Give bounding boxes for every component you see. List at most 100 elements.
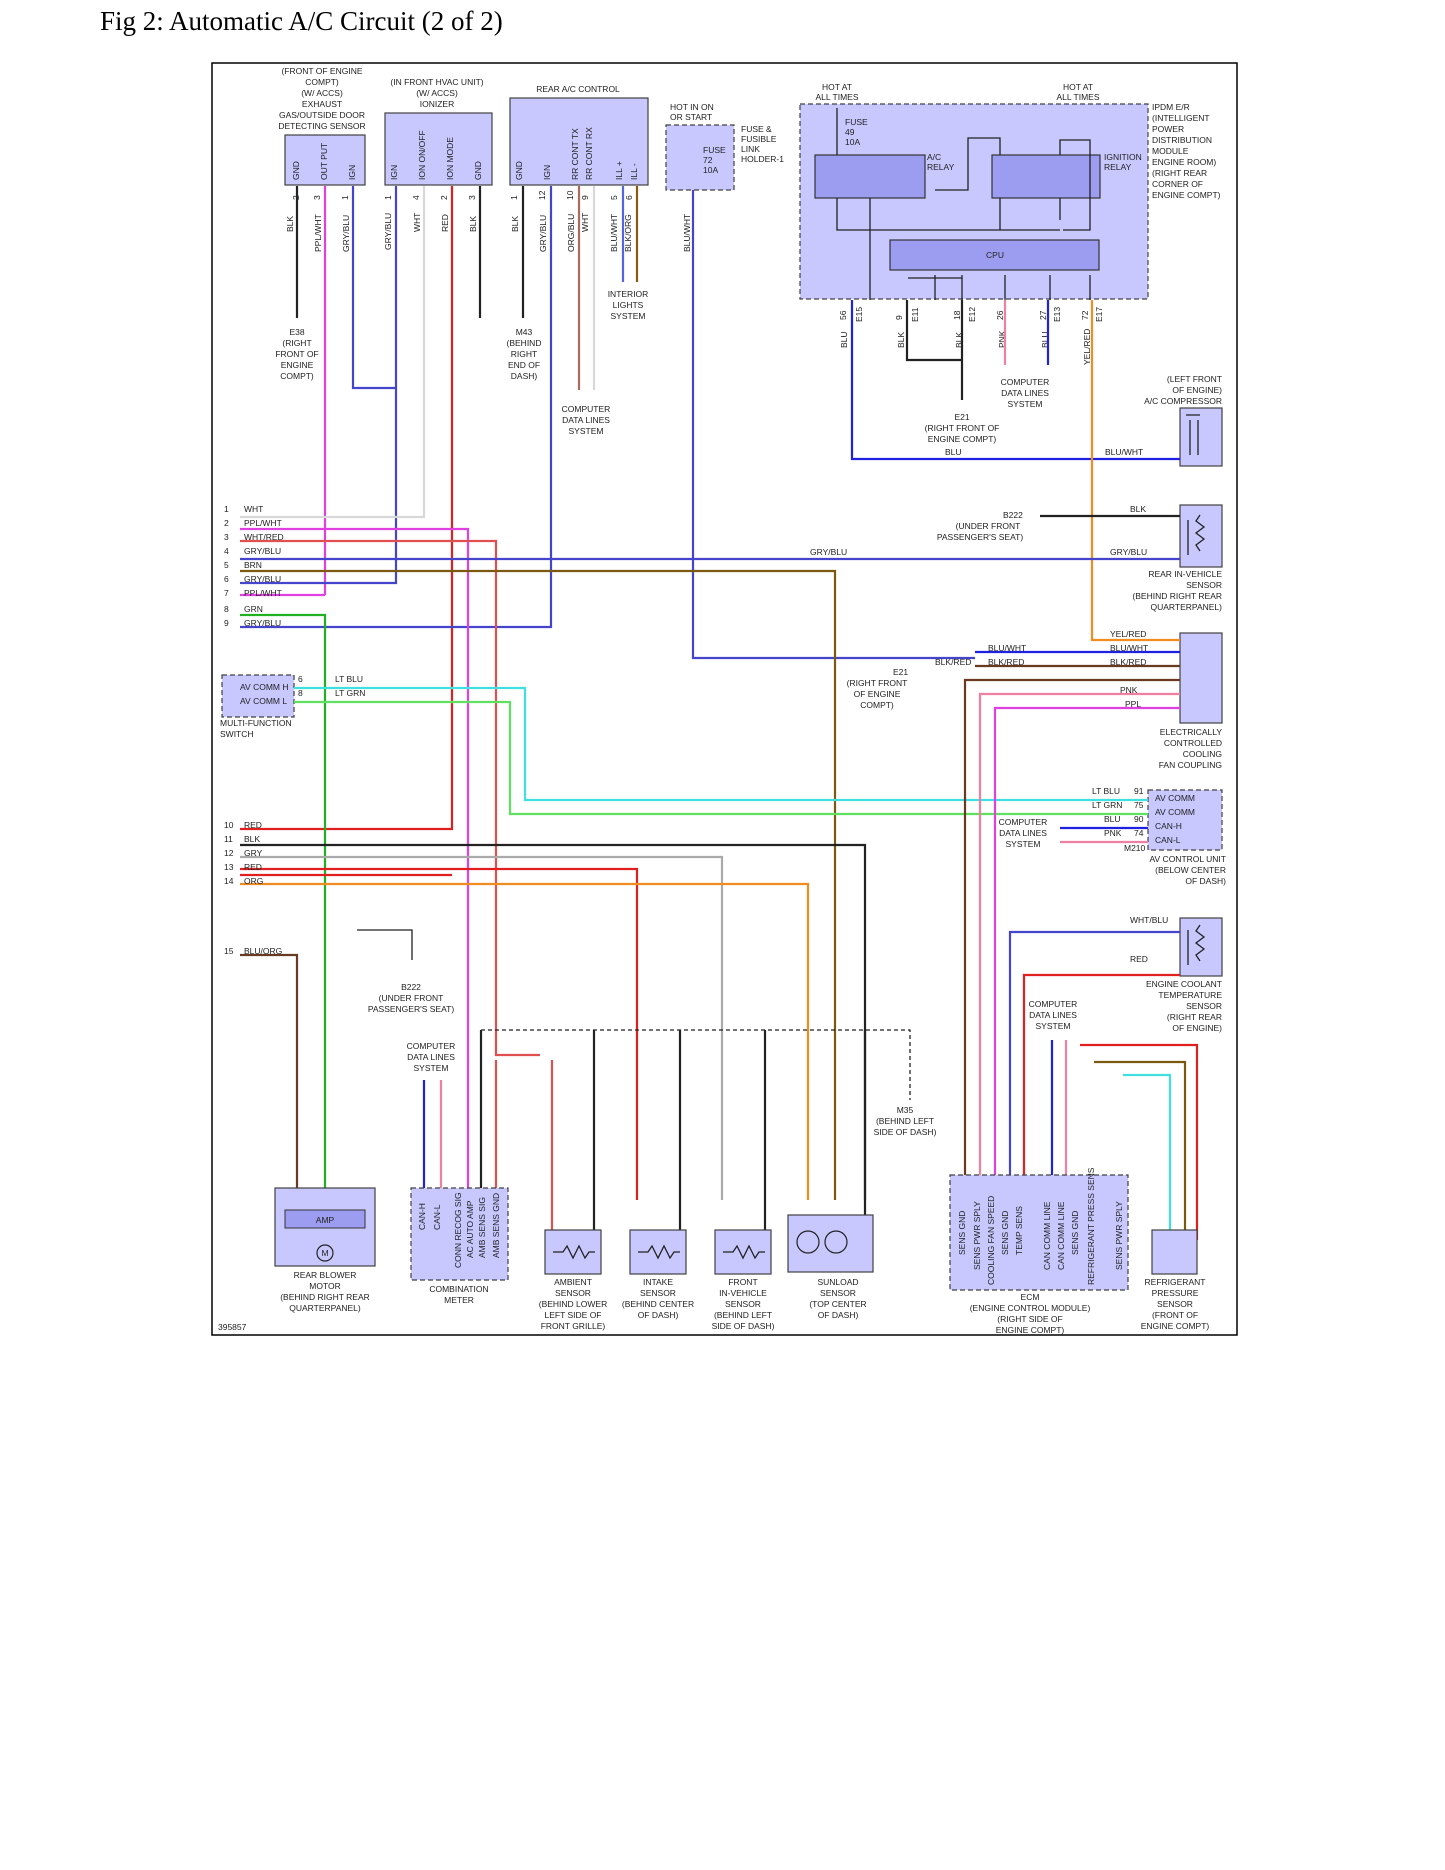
sun-2: SENSOR	[820, 1288, 856, 1298]
rps-5: ENGINE COMPT)	[1141, 1321, 1210, 1331]
label-grybl-mid: GRY/BLU	[810, 547, 847, 557]
rear-ac-wire-wht: WHT	[580, 213, 590, 232]
exhaust-caption-5: GAS/OUTSIDE DOOR	[279, 110, 365, 120]
e21-1: E21	[954, 412, 969, 422]
fan-caption-4: FAN COUPLING	[1159, 760, 1222, 770]
ecm-pin-10: SENS PWR SPLY	[1114, 1201, 1124, 1270]
e21-2: (RIGHT FRONT OF	[925, 423, 1000, 433]
rear-ac-pin-gnd: GND	[514, 161, 524, 180]
left-row-wire-label: GRY/BLU	[244, 574, 281, 584]
rear-ac-wire-orgblu: ORG/BLU	[566, 214, 576, 252]
ipdm-fuse-3: 10A	[845, 137, 860, 147]
amb-1: AMBIENT	[554, 1277, 592, 1287]
rps-1: REFRIGERANT	[1145, 1277, 1206, 1287]
ipdm-wire-blu: BLU	[839, 331, 849, 348]
ground-b222-top: B222 (UNDER FRONT PASSENGER'S SEAT)	[937, 510, 1023, 542]
av-caption-2: (BELOW CENTER	[1155, 865, 1226, 875]
dl2-1: COMPUTER	[1001, 377, 1050, 387]
e38-1: E38	[289, 327, 304, 337]
ground-b222-bottom: B222 (UNDER FRONT PASSENGER'S SEAT)	[368, 982, 454, 1014]
data-lines-meter: COMPUTER DATA LINES SYSTEM	[407, 1041, 456, 1073]
rps-4: (FRONT OF	[1152, 1310, 1198, 1320]
ionizer-wire-grybl: GRY/BLU	[383, 213, 393, 250]
ionizer-pinnum-3: 3	[467, 195, 477, 200]
ipdm-caption-5: MODULE	[1152, 146, 1189, 156]
fuse72-hot-2: OR START	[670, 112, 712, 122]
ionizer-wire-blk: BLK	[468, 216, 478, 232]
left-row-number: 13	[224, 862, 234, 872]
left-row-number: 8	[224, 604, 229, 614]
left-row-wire-label: PPL/WHT	[244, 588, 282, 598]
rear-ac-control: REAR A/C CONTROL GND IGN RR CONT TX RR C…	[509, 84, 649, 252]
dl1-1: COMPUTER	[562, 404, 611, 414]
rear-ac-wire-blk: BLK	[510, 216, 520, 232]
av-control-unit: AV COMM AV COMM CAN-H CAN-L 91 75 90 74 …	[1092, 786, 1226, 886]
exhaust-pinnum-1: 1	[340, 195, 350, 200]
left-row-wire-label: RED	[244, 862, 262, 872]
dl1-3: SYSTEM	[569, 426, 604, 436]
ign-relay-label-2: RELAY	[1104, 162, 1132, 172]
dl4-2: DATA LINES	[1029, 1010, 1077, 1020]
amp-label: AMP	[316, 1215, 335, 1225]
comp-caption-3: A/C COMPRESSOR	[1144, 396, 1222, 406]
b222a-2: (UNDER FRONT	[956, 521, 1021, 531]
ecm-caption-4: ENGINE COMPT)	[996, 1325, 1065, 1335]
rbm-caption-1: REAR BLOWER	[294, 1270, 357, 1280]
data-lines-av: COMPUTER DATA LINES SYSTEM	[999, 817, 1048, 849]
left-row-number: 3	[224, 532, 229, 542]
ecm-pin-7: CAN COMM LINE	[1056, 1201, 1066, 1270]
ipdm-caption-7: (RIGHT REAR	[1152, 168, 1207, 178]
left-row-wire-label: ORG	[244, 876, 263, 886]
rps-3: SENSOR	[1157, 1299, 1193, 1309]
m43-1: M43	[516, 327, 533, 337]
ipdm-conn-e13: E13	[1052, 307, 1062, 322]
ect-1: ENGINE COOLANT	[1146, 979, 1222, 989]
left-row-number: 9	[224, 618, 229, 628]
label-grybl-rivs: GRY/BLU	[1110, 547, 1147, 557]
ionizer-pinnum-4: 4	[411, 195, 421, 200]
left-row-number: 5	[224, 560, 229, 570]
mfs-wire-ltblu: LT BLU	[335, 674, 363, 684]
ins-3: (BEHIND CENTER	[622, 1299, 694, 1309]
ipdm-caption-4: DISTRIBUTION	[1152, 135, 1212, 145]
amb-5: FRONT GRILLE)	[541, 1321, 606, 1331]
multi-function-switch: AV COMM H AV COMM L 6 8 LT BLU LT GRN MU…	[220, 674, 365, 739]
amb-4: LEFT SIDE OF	[545, 1310, 602, 1320]
label-pnk-fan: PNK	[1120, 685, 1138, 695]
diagram-frame	[211, 62, 1238, 1336]
fan-caption-1: ELECTRICALLY	[1160, 727, 1223, 737]
ipdm-caption-9: ENGINE COMPT)	[1152, 190, 1221, 200]
label-blu-compressor: BLU	[945, 447, 962, 457]
exhaust-pin-ign: IGN	[347, 165, 357, 180]
sun-1: SUNLOAD	[817, 1277, 858, 1287]
ionizer-pinnum-1: 1	[383, 195, 393, 200]
mfs-pinnum-8: 8	[298, 688, 303, 698]
e38-2: (RIGHT	[282, 338, 311, 348]
ipdm-pin-9: 9	[894, 315, 904, 320]
label-blkred-fan3: BLK/RED	[988, 657, 1024, 667]
av-pinnum-74: 74	[1134, 828, 1144, 838]
fuse72-caption-4: HOLDER-1	[741, 154, 784, 164]
exhaust-caption-4: EXHAUST	[302, 99, 342, 109]
ign-relay-label-1: IGNITION	[1104, 152, 1142, 162]
m35-1: M35	[897, 1105, 914, 1115]
sunload-sensor: SUNLOAD SENSOR (TOP CENTER OF DASH)	[787, 1214, 874, 1320]
rear-ac-caption: REAR A/C CONTROL	[536, 84, 620, 94]
rbm-caption-2: MOTOR	[309, 1281, 340, 1291]
rear-ac-pin-tx: RR CONT TX	[570, 128, 580, 180]
data-lines-ecm: COMPUTER DATA LINES SYSTEM	[1029, 999, 1078, 1031]
rear-ac-pin-ill-plus: ILL +	[614, 161, 624, 180]
ect-3: SENSOR	[1186, 1001, 1222, 1011]
ionizer-caption-2: (W/ ACCS)	[416, 88, 458, 98]
ambient-sensor: AMBIENT SENSOR (BEHIND LOWER LEFT SIDE O…	[539, 1229, 607, 1331]
left-row-wire-label: GRY	[244, 848, 263, 858]
dl3-3: SYSTEM	[1006, 839, 1041, 849]
dl2-3: SYSTEM	[1008, 399, 1043, 409]
fuse72-caption-3: LINK	[741, 144, 760, 154]
m43-5: DASH)	[511, 371, 538, 381]
ecm-pin-4: SENS GND	[1000, 1211, 1010, 1255]
exhaust-caption-3: (W/ ACCS)	[301, 88, 343, 98]
ionizer-wire-wht: WHT	[412, 213, 422, 232]
sun-4: OF DASH)	[818, 1310, 859, 1320]
ecm-pin-2: SENS PWR SPLY	[972, 1201, 982, 1270]
